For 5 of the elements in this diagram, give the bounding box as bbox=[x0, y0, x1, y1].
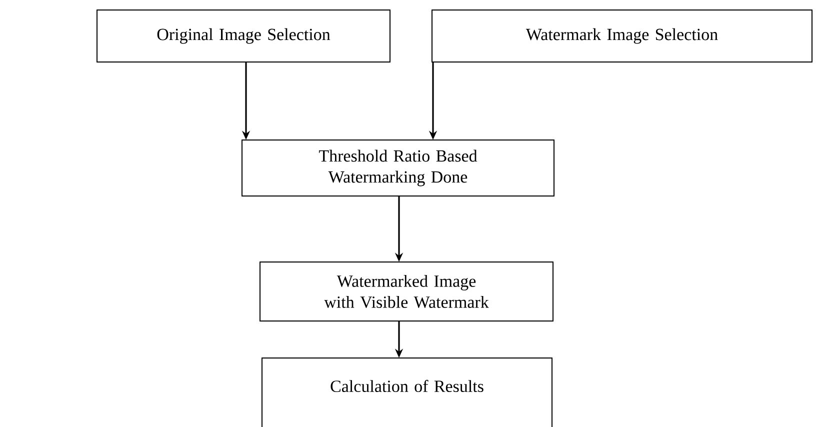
process-box: Watermark Image Selection bbox=[432, 10, 812, 62]
process-box: Watermarked Image with Visible Watermark bbox=[260, 262, 554, 322]
process-box: Original Image Selection bbox=[96, 10, 390, 62]
process-box: Calculation of Results bbox=[262, 357, 552, 427]
process-box: Threshold Ratio Based Watermarking Done bbox=[242, 140, 554, 196]
